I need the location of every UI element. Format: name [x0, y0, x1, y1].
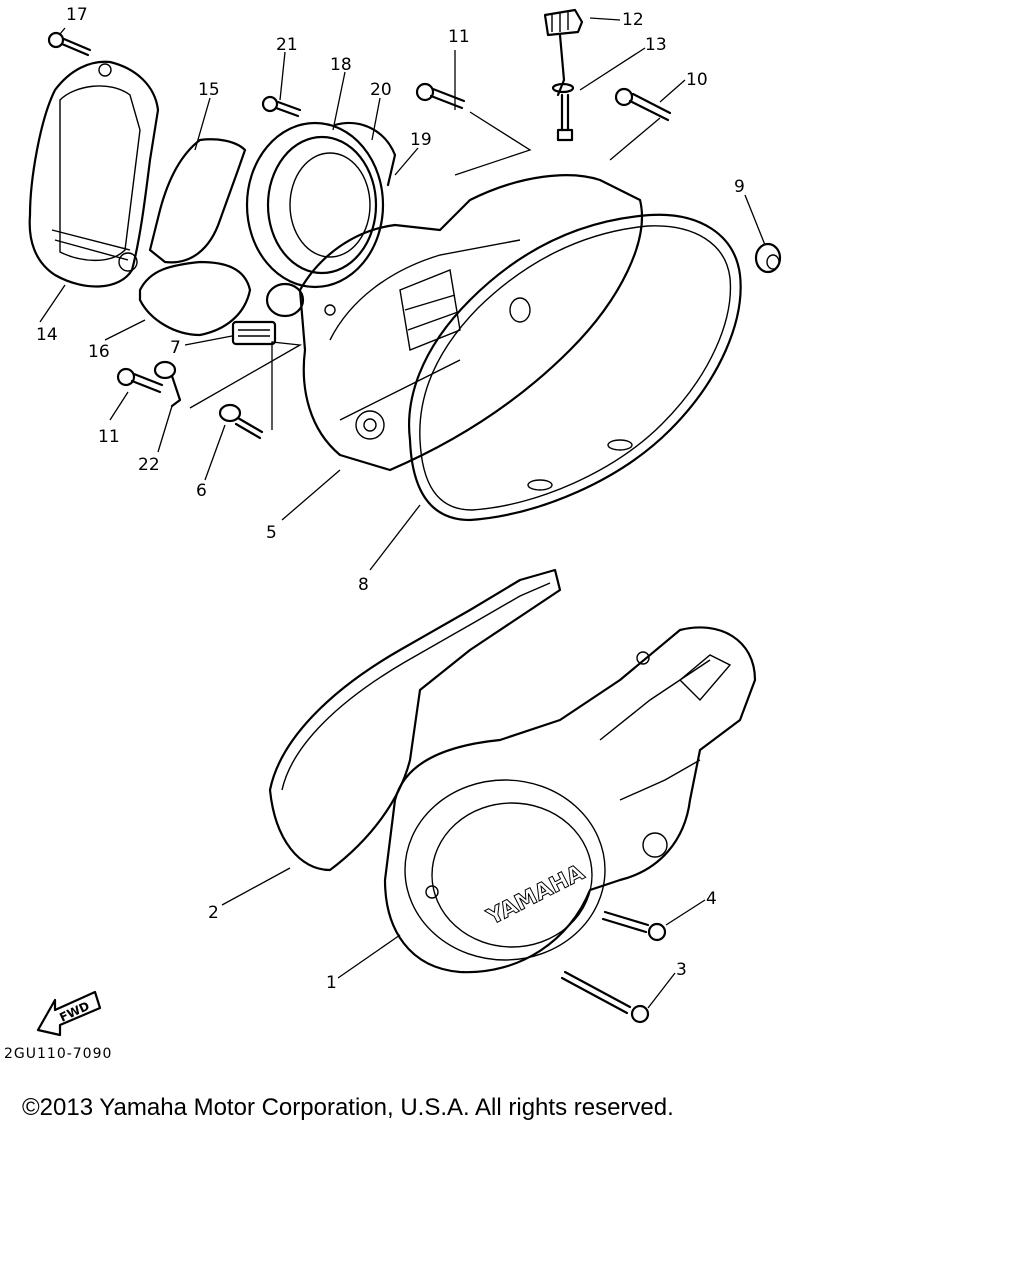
callout-7: 7	[170, 338, 181, 358]
part-6-bolt	[218, 403, 264, 440]
part-17-screw	[47, 31, 92, 57]
fwd-arrow-icon: FWD	[36, 990, 102, 1037]
copyright-notice: ©2013 Yamaha Motor Corporation, U.S.A. A…	[22, 1094, 674, 1121]
callout-22: 22	[138, 455, 160, 475]
callout-20: 20	[370, 80, 392, 100]
fwd-label: FWD	[57, 999, 91, 1025]
callout-1: 1	[326, 973, 337, 993]
callout-16: 16	[88, 342, 110, 362]
part-4-bolt	[601, 910, 667, 942]
part-2-gasket	[268, 568, 562, 872]
part-3-bolt	[560, 970, 650, 1024]
part-15-gasket	[148, 138, 247, 264]
callout-8: 8	[358, 575, 369, 595]
callout-11-left: 11	[98, 427, 120, 447]
part-18-20-drum	[245, 121, 397, 289]
callout-14: 14	[36, 325, 58, 345]
drawing-code: 2GU110-7090	[4, 1046, 113, 1062]
part-14-cover	[28, 60, 160, 288]
part-11-bolt-left	[116, 367, 164, 394]
part-22-clip	[153, 360, 182, 408]
part-8-gasket	[408, 213, 742, 522]
callout-5: 5	[266, 523, 277, 543]
callout-17: 17	[66, 5, 88, 25]
callout-9: 9	[734, 177, 745, 197]
part-11-bolt-top	[415, 82, 466, 110]
leader-lines	[39, 17, 766, 1009]
callout-3: 3	[676, 960, 687, 980]
part-9-plug	[754, 242, 782, 274]
callout-11-top: 11	[448, 27, 470, 47]
callout-4: 4	[706, 889, 717, 909]
callout-18: 18	[330, 55, 352, 75]
callout-6: 6	[196, 481, 207, 501]
callout-2: 2	[208, 903, 219, 923]
callout-15: 15	[198, 80, 220, 100]
callout-12: 12	[622, 10, 644, 30]
callout-10: 10	[686, 70, 708, 90]
callout-21: 21	[276, 35, 298, 55]
part-1-side-cover: YAMAHA	[383, 626, 757, 974]
part-7-element	[231, 320, 277, 346]
callout-labels: 17 21 18 20 15 19 11 12 13 10 9 14 16 7 …	[36, 5, 745, 993]
callout-13: 13	[645, 35, 667, 55]
part-12-13-dipstick	[543, 8, 584, 142]
part-21-screw	[261, 95, 302, 118]
part-10-bolt	[614, 87, 672, 122]
part-5-crankcase-cover	[265, 174, 643, 472]
part-16-gasket	[138, 260, 252, 337]
exploded-parts-diagram: YAMAHA FWD	[28, 5, 782, 1037]
callout-19: 19	[410, 130, 432, 150]
